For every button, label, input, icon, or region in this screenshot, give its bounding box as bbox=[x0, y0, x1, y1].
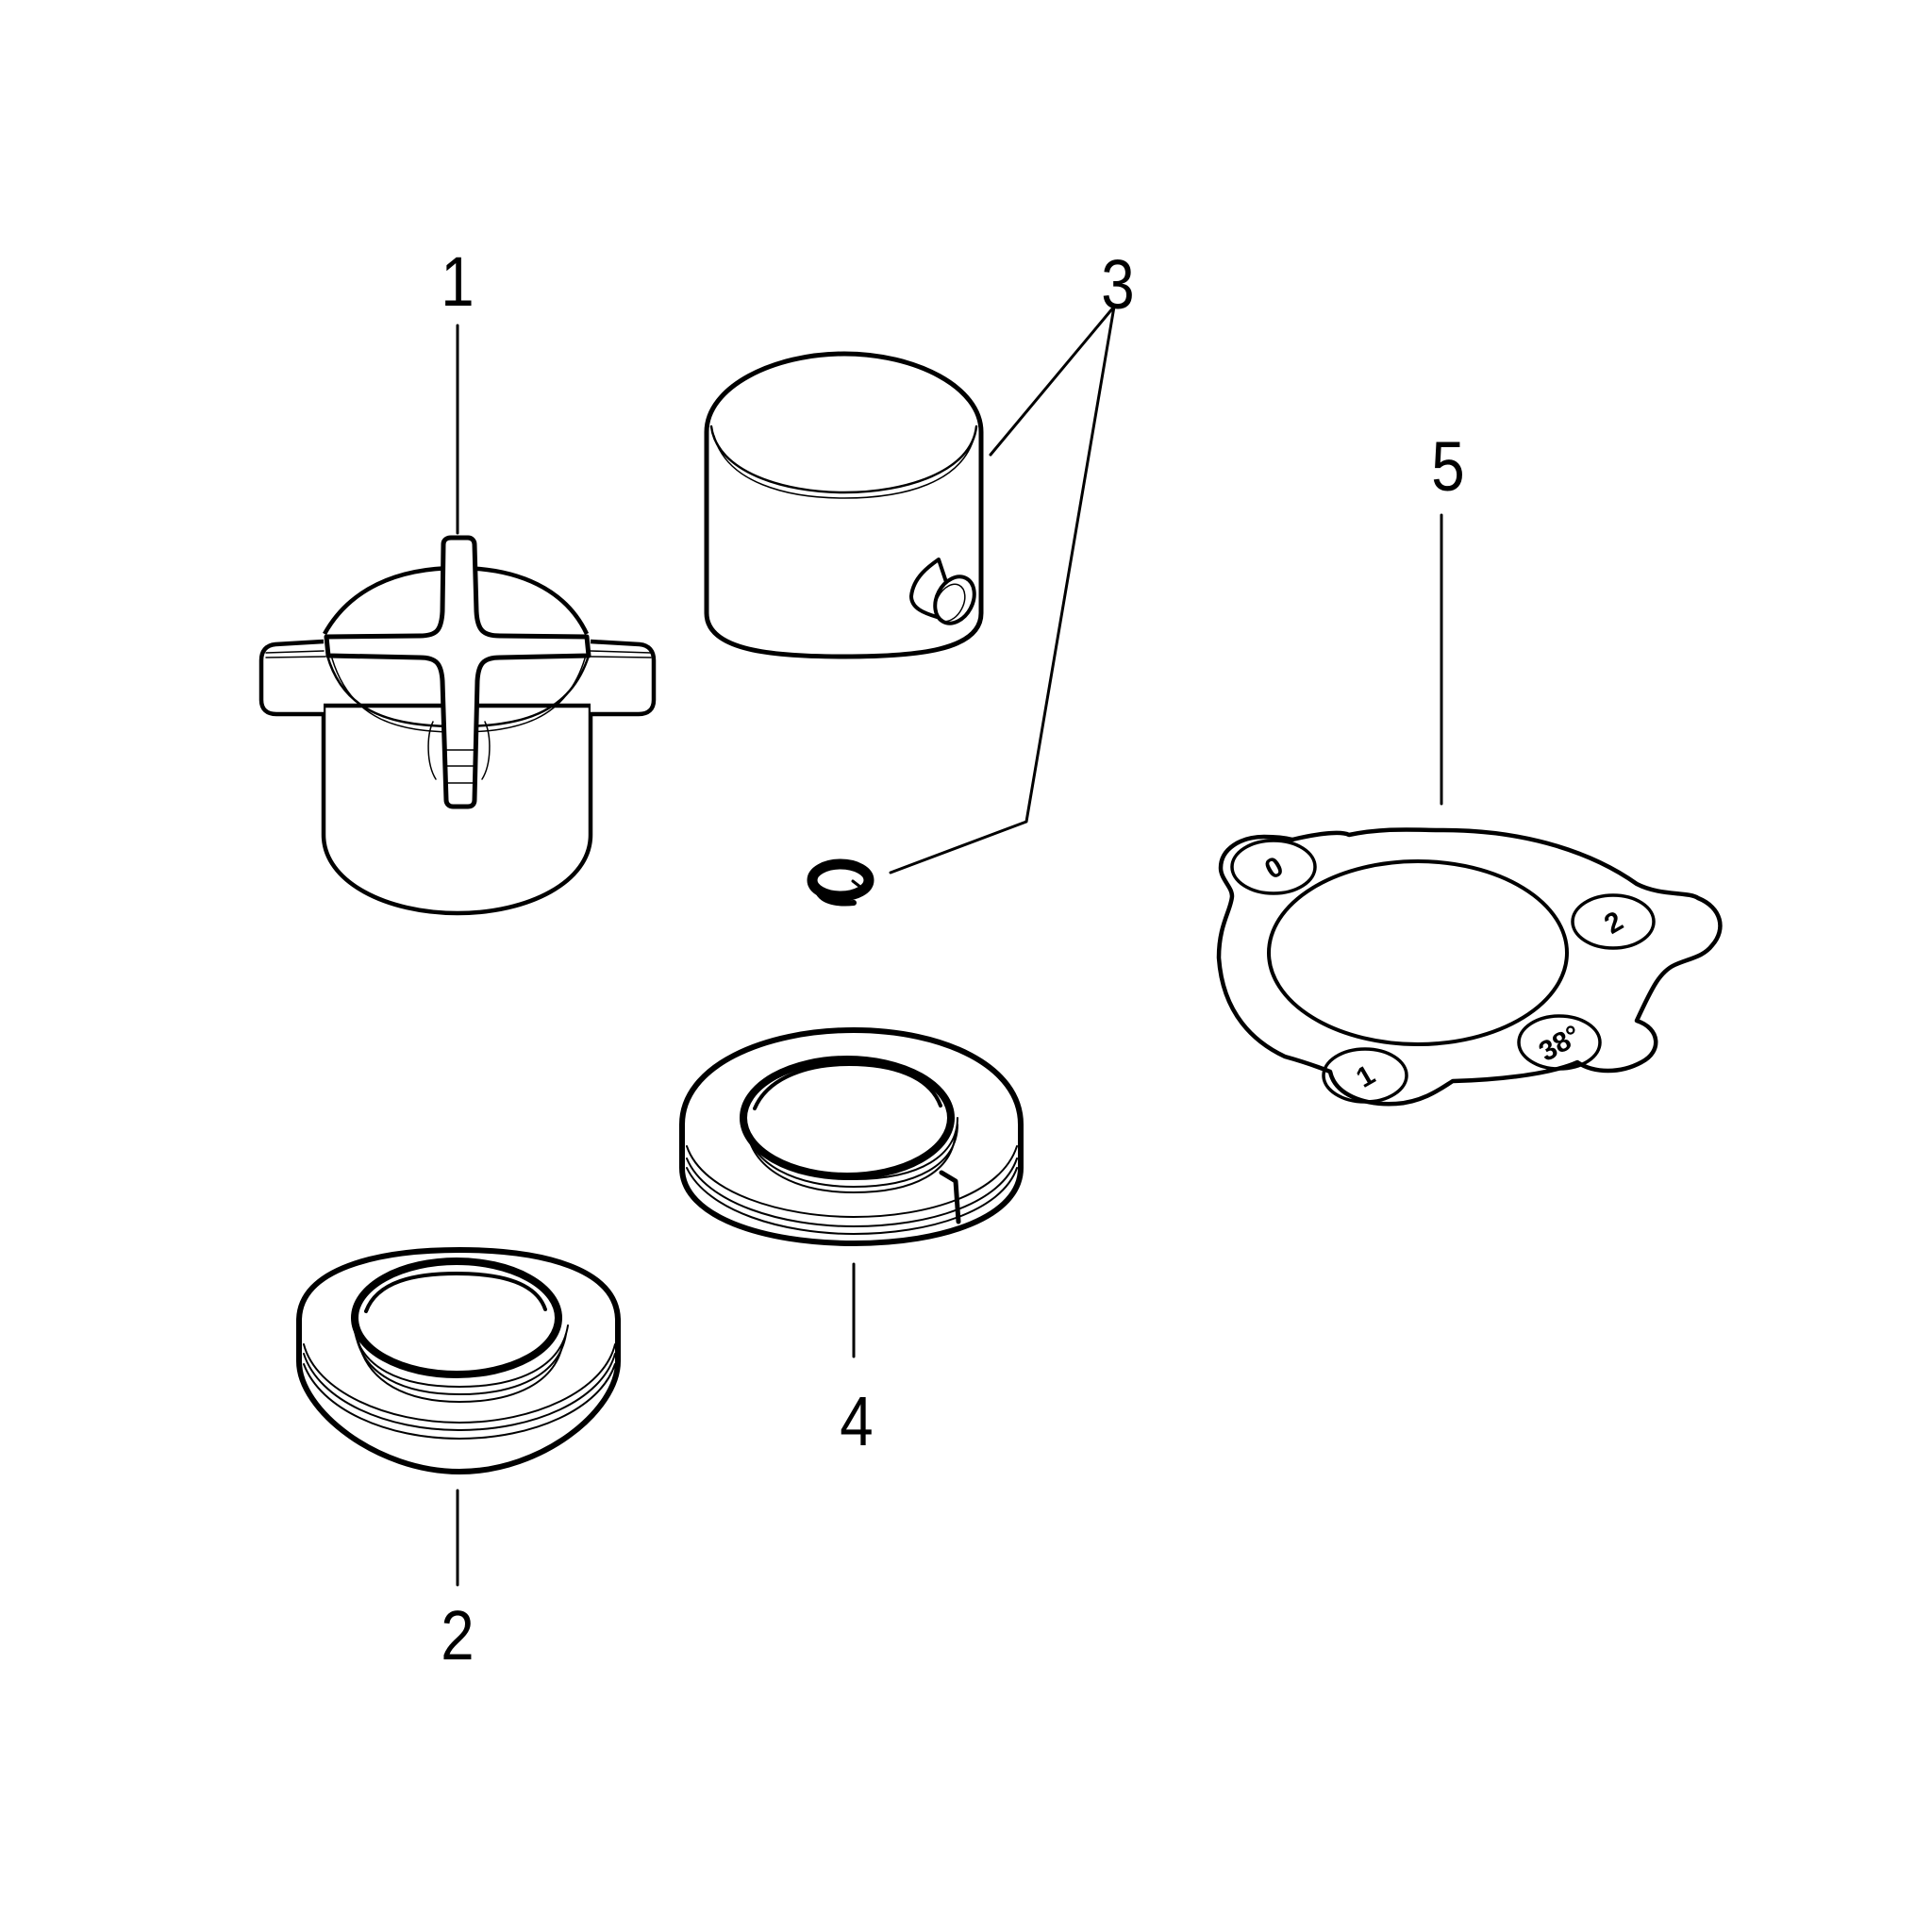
callout-label-5: 5 bbox=[1431, 427, 1465, 506]
leader-line-3-knob bbox=[989, 305, 1116, 457]
callout-label-4: 4 bbox=[840, 1382, 874, 1460]
part-2-escutcheon-ring[interactable] bbox=[296, 1247, 621, 1474]
leader-lines bbox=[456, 305, 1443, 1587]
callout-label-3: 3 bbox=[1101, 245, 1135, 324]
leader-line-3-clip bbox=[889, 305, 1116, 874]
part-4-notched-ring[interactable] bbox=[679, 1027, 1024, 1246]
part-3-cylinder-knob[interactable] bbox=[704, 351, 984, 659]
part-1-cross-handle[interactable] bbox=[258, 535, 657, 916]
part-5-indicator-plate[interactable]: 0 2 38° 1 bbox=[1216, 827, 1723, 1107]
callout-label-1: 1 bbox=[441, 242, 475, 321]
part-3-clip-ring[interactable] bbox=[807, 858, 874, 907]
callout-label-2: 2 bbox=[441, 1596, 475, 1674]
